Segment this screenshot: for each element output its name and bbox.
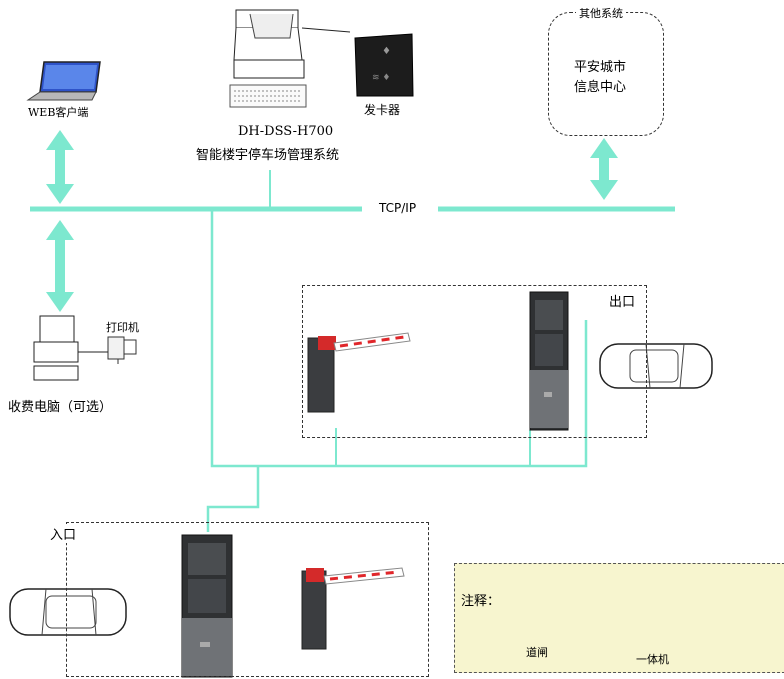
card-reader-icon: ♦ ≋ ♦ [354, 33, 414, 97]
entry-zone [66, 522, 429, 677]
legend-title: 注释： [461, 594, 501, 609]
other-system-title: 其他系统 [576, 5, 626, 21]
trunk-line [210, 209, 588, 468]
printer-icon [107, 336, 137, 364]
web-arrow [46, 130, 74, 204]
legend-kiosk-label: 一体机 [636, 653, 669, 666]
laptop-icon [26, 61, 101, 101]
entry-drop [206, 466, 260, 532]
other-system-arrow [590, 138, 618, 200]
exit-kiosk-icon [529, 291, 569, 431]
charge-pc-label: 收费电脑（可选） [8, 400, 113, 415]
printer-label: 打印机 [106, 321, 139, 334]
pc-arrow [46, 220, 74, 312]
exit-car-icon [599, 343, 713, 389]
server-model-label: DH-DSS-H700 [238, 124, 334, 139]
server-system-label: 智能楼宇停车场管理系统 [196, 148, 340, 163]
svg-text:♦: ♦ [382, 46, 391, 57]
card-issuer-label: 发卡器 [364, 103, 401, 117]
entry-kiosk-icon [181, 534, 233, 678]
other-system-center-line1: 平安城市 [574, 60, 627, 75]
other-system-center-line2: 信息中心 [574, 80, 627, 95]
entry-car-icon [9, 588, 127, 636]
legend-panel [454, 563, 784, 673]
svg-text:≋ ♦: ≋ ♦ [372, 73, 390, 83]
exit-barrier-icon [307, 332, 411, 413]
pc-icon [33, 315, 108, 381]
entry-barrier-icon [301, 567, 405, 650]
entry-zone-label: 入口 [48, 524, 79, 543]
exit-zone-label: 出口 [609, 295, 636, 310]
legend-barrier-label: 道闸 [526, 646, 548, 659]
server-icon [229, 9, 351, 108]
protocol-label: TCP/IP [375, 201, 421, 215]
exit-zone [302, 285, 647, 438]
web-client-label: WEB客户端 [28, 106, 89, 119]
